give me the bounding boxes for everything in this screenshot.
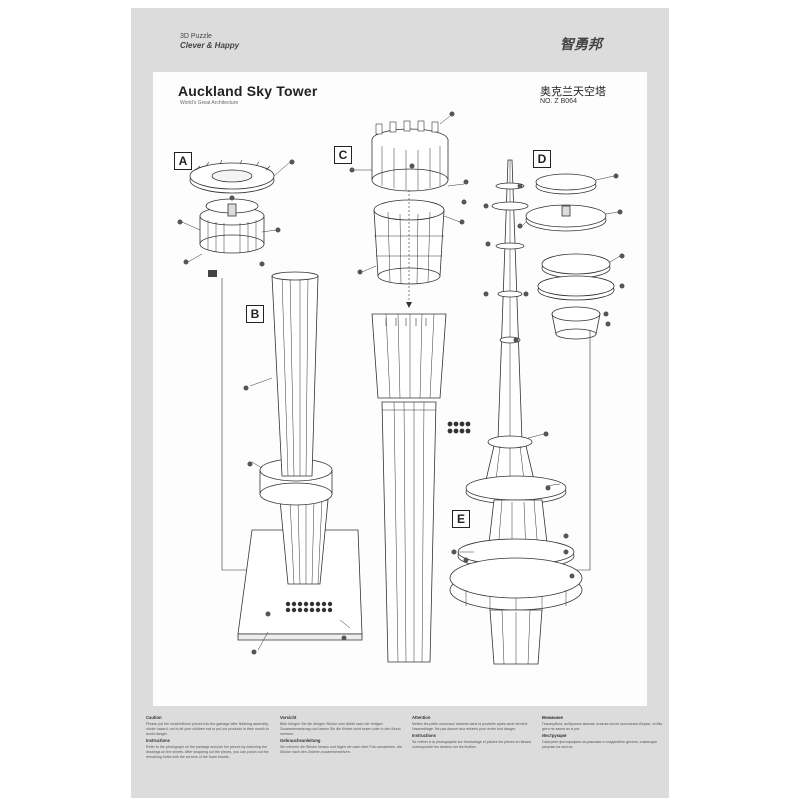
notes-instruction-text: Sie nehmen die Stücke heraus und fügen s… (280, 744, 402, 754)
step-label-a: A (174, 152, 192, 170)
notes-instruction-text: Смотрите фотографию на упаковке и соедин… (542, 739, 657, 749)
step-label-e: E (452, 510, 470, 528)
notes-column-2: Vorsicht Bitte bringen Sie die übrigen S… (280, 715, 406, 785)
notes-warning-text: Пожалуйста, выбросьте мелкие остатки пос… (542, 721, 663, 731)
notes-warning-title: Attention (412, 715, 431, 720)
step-label-d: D (533, 150, 551, 168)
step-label-c: C (334, 146, 352, 164)
notes-column-4: Внимание Пожалуйста, выбросьте мелкие ос… (542, 715, 668, 785)
notes-warning-title: Внимание (542, 715, 563, 720)
step-c-parts (349, 111, 471, 663)
notes-instruction-text: Refer to the photograph on the package a… (146, 744, 269, 759)
step-d-parts (517, 173, 625, 571)
notes-instruction-title: Gebrauchsanleitung (280, 738, 321, 743)
notes-warning-text: Bitte bringen Sie die übrigen Stücke zum… (280, 721, 401, 736)
step-label-b: B (246, 305, 264, 323)
page-subtitle: World's Great Architecture (180, 100, 239, 106)
notes-warning-title: Caution (146, 715, 162, 720)
page-title: Auckland Sky Tower (178, 83, 318, 99)
brand-line-1: 3D Puzzle (180, 33, 212, 40)
step-e-parts (449, 159, 583, 665)
notes-instruction-title: Instructions (146, 738, 170, 743)
page-title-cn: 奥克兰天空塔 (540, 85, 606, 98)
notes-instruction-title: Инструкция (542, 733, 567, 738)
step-b-parts (237, 271, 363, 655)
step-a-parts (177, 159, 295, 277)
notes-column-3: Attention Mettez les petits morceaux res… (412, 715, 538, 785)
brand-logo: 3D Puzzle Clever & Happy (180, 32, 239, 50)
notes-column-1: Caution Please put the small leftover pi… (146, 715, 272, 785)
brand-line-2: Clever & Happy (180, 41, 240, 50)
notes-instruction-text: Se référer à la photographie sur l'embal… (412, 739, 532, 749)
notes-warning-text: Please put the small leftover pieces int… (146, 721, 269, 736)
model-number: NO. Z B064 (540, 98, 577, 105)
notes-warning-title: Vorsicht (280, 715, 297, 720)
notes-instruction-title: Instructions (412, 733, 436, 738)
notes-warning-text: Mettez les petits morceaux restants dans… (412, 721, 528, 731)
brand-cn-logo: 智勇邦 (560, 37, 602, 53)
